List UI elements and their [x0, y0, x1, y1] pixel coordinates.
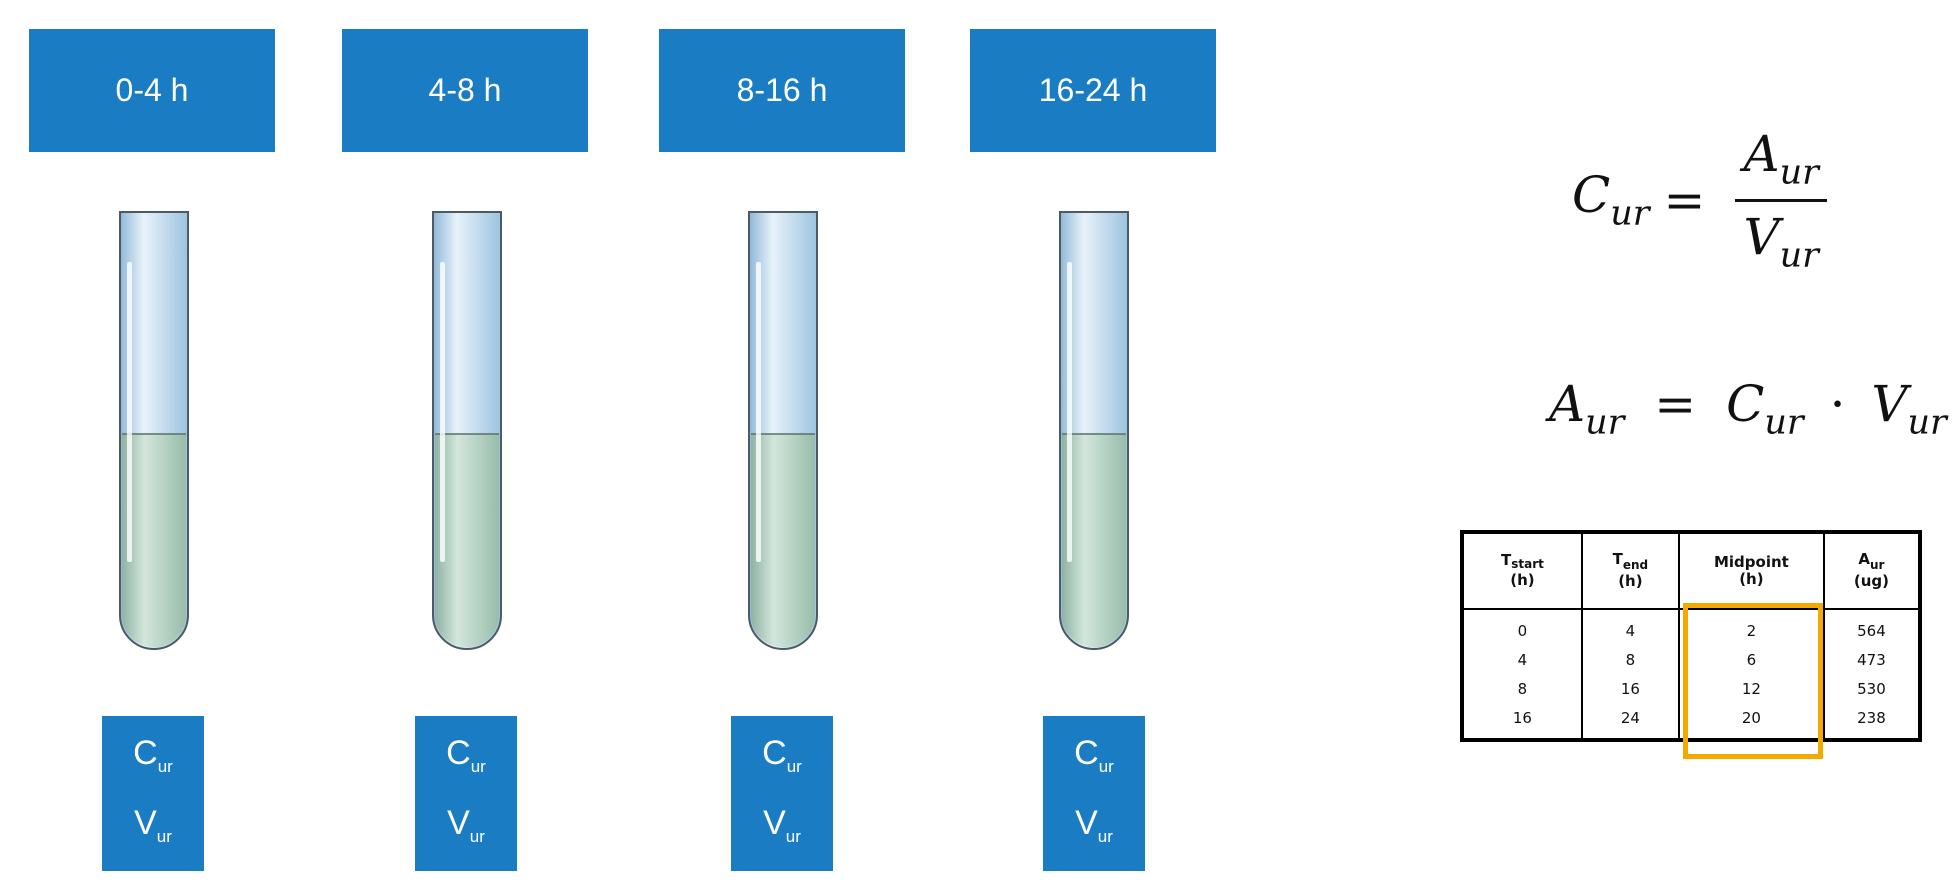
table-cell: 20	[1677, 703, 1824, 740]
concentration-label: Cur	[133, 734, 173, 776]
table-cell: 473	[1822, 645, 1920, 674]
table-cell: 8	[1461, 674, 1582, 703]
table-cell: 16	[1461, 703, 1582, 740]
interval-label: 4-8 h	[428, 72, 502, 108]
variables-box-0-4: Cur Vur	[102, 716, 204, 871]
interval-label: 0-4 h	[115, 72, 189, 108]
fraction: Aur Vur	[1735, 125, 1827, 275]
concentration-formula: Cur = Aur Vur	[1572, 125, 1827, 275]
table-cell: 564	[1822, 609, 1920, 645]
urinary-excretion-table: Tstart(h) Tend(h) Midpoint(h) Aur(ug) 0 …	[1460, 530, 1922, 742]
test-tube-icon	[1059, 211, 1129, 650]
interval-box-0-4: 0-4 h	[29, 29, 275, 152]
equals-sign: =	[1654, 375, 1697, 433]
table-row: 16 24 20 238	[1461, 703, 1920, 740]
equals-sign: =	[1663, 171, 1706, 229]
test-tube-icon	[748, 211, 818, 650]
concentration-label: Cur	[762, 734, 802, 776]
table-cell: 0	[1461, 609, 1582, 645]
formula-term: Vur	[1871, 375, 1947, 443]
volume-label: Vur	[134, 804, 172, 846]
table-cell: 6	[1677, 645, 1824, 674]
interval-label: 8-16 h	[736, 72, 828, 108]
concentration-label: Cur	[446, 734, 486, 776]
table-row: 0 4 2 564	[1461, 609, 1920, 645]
multiply-dot: ·	[1829, 375, 1846, 433]
volume-label: Vur	[447, 804, 485, 846]
table-cell: 4	[1461, 645, 1582, 674]
table-cell: 4	[1580, 609, 1679, 645]
column-header-tstart: Tstart(h)	[1461, 531, 1583, 610]
interval-box-16-24: 16-24 h	[970, 29, 1216, 152]
interval-box-4-8: 4-8 h	[342, 29, 588, 152]
volume-label: Vur	[763, 804, 801, 846]
table-cell: 530	[1822, 674, 1920, 703]
table-cell: 12	[1677, 674, 1824, 703]
variables-box-4-8: Cur Vur	[415, 716, 517, 871]
formula-lhs: Aur	[1549, 375, 1625, 443]
table-cell: 2	[1677, 609, 1824, 645]
table-cell: 24	[1580, 703, 1679, 740]
table-cell: 16	[1580, 674, 1679, 703]
volume-label: Vur	[1075, 804, 1113, 846]
table-header-row: Tstart(h) Tend(h) Midpoint(h) Aur(ug)	[1461, 531, 1922, 610]
test-tube-icon	[432, 211, 502, 650]
interval-label: 16-24 h	[1038, 72, 1148, 108]
concentration-label: Cur	[1074, 734, 1114, 776]
column-header-tend: Tend(h)	[1580, 531, 1680, 610]
test-tube-icon	[119, 211, 189, 650]
column-header-midpoint: Midpoint(h)	[1677, 531, 1825, 610]
table-cell: 238	[1822, 703, 1920, 740]
formula-lhs: Cur	[1572, 166, 1650, 234]
column-header-aur: Aur(ug)	[1822, 531, 1922, 610]
fraction-numerator: Aur	[1735, 125, 1827, 202]
table-row: 4 8 6 473	[1461, 645, 1920, 674]
fraction-denominator: Vur	[1743, 207, 1819, 275]
table-row: 8 16 12 530	[1461, 674, 1920, 703]
variables-box-8-16: Cur Vur	[731, 716, 833, 871]
table-cell: 8	[1580, 645, 1679, 674]
amount-formula: Aur = Cur · Vur	[1549, 375, 1947, 442]
variables-box-16-24: Cur Vur	[1043, 716, 1145, 871]
interval-box-8-16: 8-16 h	[659, 29, 905, 152]
formula-term: Cur	[1726, 375, 1804, 443]
